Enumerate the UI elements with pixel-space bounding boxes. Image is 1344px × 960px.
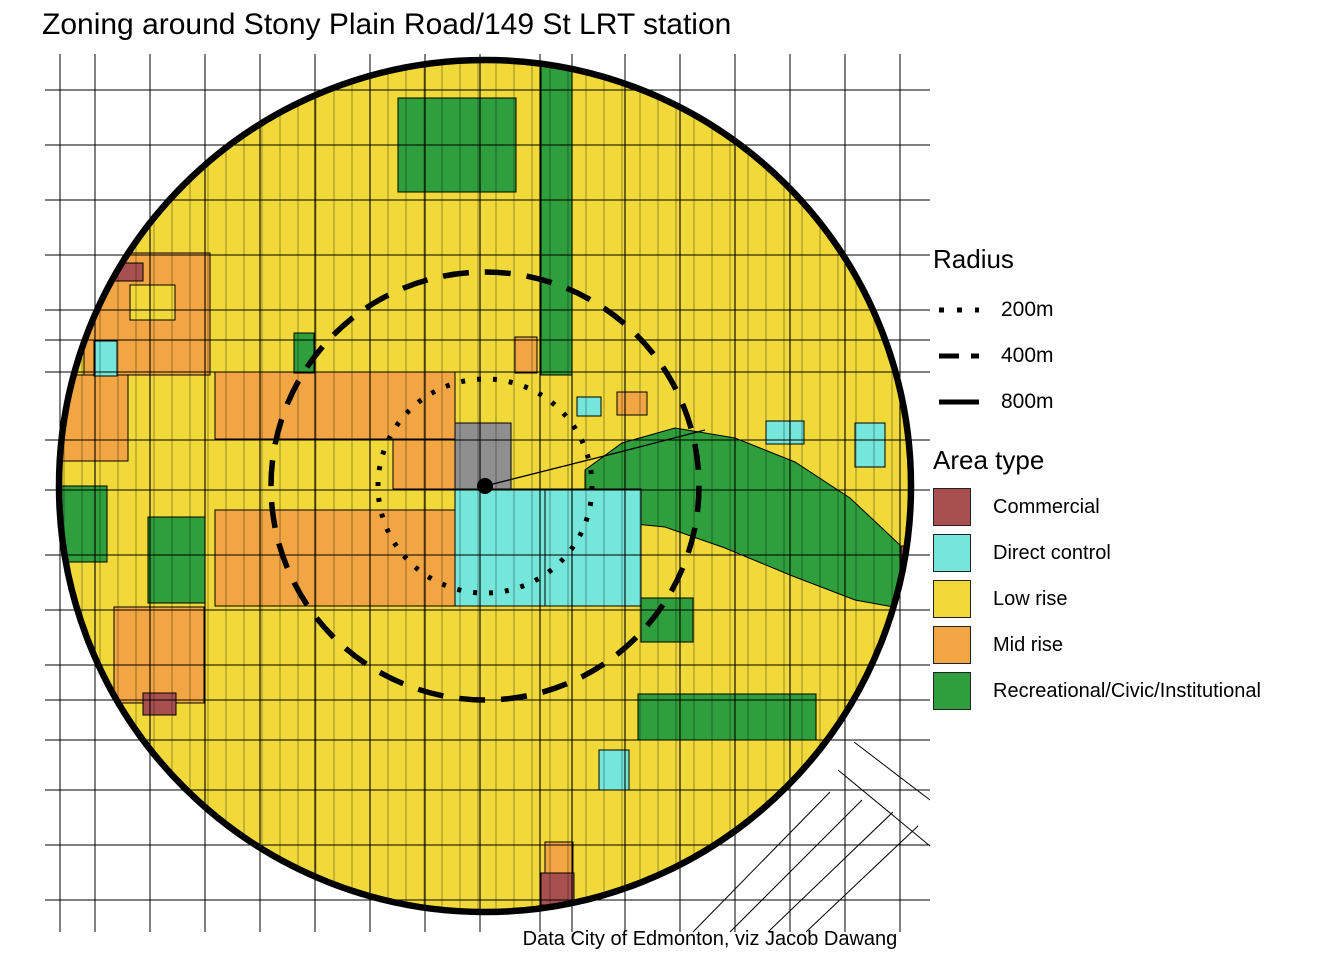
zone-recreational (293, 332, 315, 374)
area-swatch-low-rise (933, 580, 971, 618)
zone-mid-rise (514, 336, 538, 374)
legend-radius-item: 200m (933, 287, 1338, 333)
zone-direct-control (454, 488, 546, 607)
zone-mid-rise (616, 391, 648, 416)
zone-recreational (637, 693, 817, 741)
area-swatch-commercial (933, 488, 971, 526)
legend: Radius 200m 400m 800m Area type Commerci… (933, 244, 1338, 714)
page-title: Zoning around Stony Plain Road/149 St LR… (42, 8, 740, 42)
area-swatch-recreational (933, 672, 971, 710)
area-swatch-direct-control (933, 534, 971, 572)
radius-circle-800m (55, 56, 915, 916)
zone-direct-control (93, 340, 118, 377)
area-label: Commercial (993, 495, 1100, 518)
zone-direct-control (854, 422, 886, 468)
zone-recreational (147, 516, 206, 604)
area-label: Mid rise (993, 633, 1064, 656)
zone-mid-rise (214, 371, 456, 440)
station-dot (477, 478, 493, 494)
radius-circle-400m (268, 269, 702, 703)
radius-line-sample-icon (939, 307, 979, 313)
area-swatch-mid-rise (933, 626, 971, 664)
zone-recreational (540, 60, 573, 376)
lrt-line (484, 429, 706, 487)
legend-radius-item: 400m (933, 333, 1338, 379)
radius-label: 400m (1001, 344, 1054, 367)
zone-other-gray (454, 422, 512, 490)
zone-mid-rise (113, 606, 205, 704)
radius-legend-title: Radius (933, 244, 1014, 274)
legend-area-item: Low rise (933, 576, 1338, 622)
legend-radius-item: 800m (933, 379, 1338, 425)
area-legend-title: Area type (933, 445, 1045, 475)
radius-line-sample-icon (939, 399, 979, 405)
zone-mid-rise (214, 509, 456, 607)
zone-low-rise (129, 284, 176, 321)
legend-area-item: Recreational/Civic/Institutional (933, 668, 1338, 714)
area-label: Direct control (993, 541, 1111, 564)
legend-area-item: Commercial (933, 484, 1338, 530)
area-label: Low rise (993, 587, 1068, 610)
data-credit-caption: Data City of Edmonton, viz Jacob Dawang (522, 928, 898, 950)
radius-label: 200m (1001, 298, 1054, 321)
zone-commercial (142, 692, 177, 716)
legend-area-item: Direct control (933, 530, 1338, 576)
area-label: Recreational/Civic/Institutional (993, 679, 1261, 702)
zone-mid-rise (544, 841, 574, 877)
zone-direct-control (544, 488, 642, 607)
zone-direct-control (576, 396, 602, 417)
radius-line-sample-icon (939, 353, 979, 359)
radius-label: 800m (1001, 390, 1054, 413)
legend-area-item: Mid rise (933, 622, 1338, 668)
radius-circle-200m (375, 376, 595, 596)
zone-recreational (59, 485, 108, 563)
